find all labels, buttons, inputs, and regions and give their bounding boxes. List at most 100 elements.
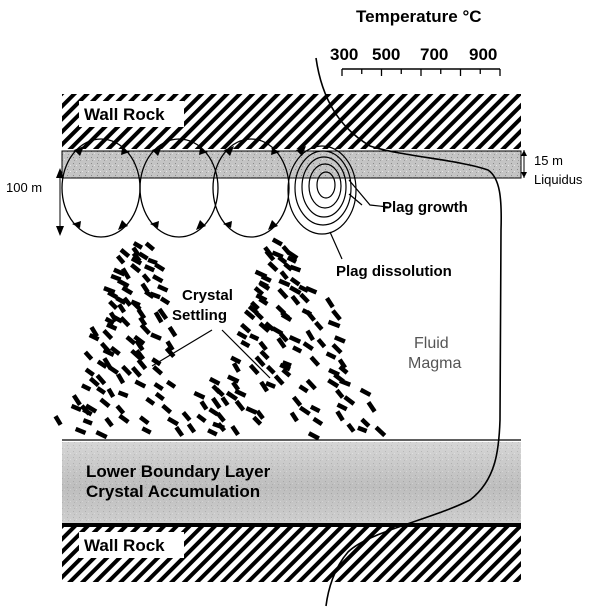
crystal-particle xyxy=(152,365,164,376)
wall-rock-top: Wall Rock xyxy=(62,94,521,149)
temperature-curve xyxy=(315,57,503,607)
crystal-particle xyxy=(207,428,218,437)
crystal-particle xyxy=(208,407,219,417)
crystal-particle xyxy=(136,358,148,371)
crystal-particle xyxy=(117,390,129,399)
crystal-particle xyxy=(165,379,177,389)
arrowhead-down-icon xyxy=(56,226,64,236)
crystal-particle xyxy=(252,415,263,426)
fluid-magma-label-1: Fluid xyxy=(414,335,449,352)
crystal-particle xyxy=(259,281,271,291)
crystal-particle xyxy=(374,425,387,438)
crystal-particle xyxy=(215,387,225,398)
crystal-particle xyxy=(196,413,207,424)
crystal-particle xyxy=(53,415,63,426)
crystal-particle xyxy=(258,297,269,306)
crystal-particle xyxy=(145,396,156,406)
crystal-particle xyxy=(245,406,258,415)
crystal-particle xyxy=(327,319,341,329)
crystal-particle xyxy=(199,400,209,411)
crystal-particle xyxy=(279,270,289,281)
crystal-zone xyxy=(287,145,357,235)
wall-rock-top-label-bg xyxy=(79,101,184,127)
crystal-particle xyxy=(292,345,303,354)
crystal-particle xyxy=(134,379,147,389)
flow-arrow-icon xyxy=(72,221,81,228)
flow-arrow-icon xyxy=(196,220,206,230)
crystal-particle xyxy=(259,380,270,393)
flow-arrow-icon xyxy=(296,146,306,156)
crystal-particle xyxy=(84,367,95,377)
crystal-settling-label-2: Settling xyxy=(172,307,227,324)
crystal-particle xyxy=(125,335,137,346)
crystal-particle xyxy=(104,316,115,326)
crystal-particle xyxy=(82,418,93,426)
crystal-core xyxy=(316,171,336,199)
wall-rock-bottom-label-bg xyxy=(79,532,184,558)
crystal-particle xyxy=(286,250,299,261)
crystal-particle xyxy=(131,301,142,311)
flow-arrow-icon xyxy=(223,221,232,228)
crystal-particle xyxy=(71,394,82,407)
crystal-particle xyxy=(151,357,162,367)
crystal-settling-label-1: Crystal xyxy=(182,287,233,304)
crystal-particle xyxy=(149,291,161,300)
plag-dissolution-label: Plag dissolution xyxy=(336,263,452,280)
crystal-particle xyxy=(132,241,144,250)
crystal-particle xyxy=(234,388,247,398)
crystal-particle xyxy=(254,355,266,368)
crystal-particle xyxy=(258,321,271,333)
crystal-particle xyxy=(211,396,222,410)
wall-rock-top-label: Wall Rock xyxy=(84,105,165,124)
liquidus-label: Liquidus xyxy=(534,172,583,187)
flow-arrow-icon xyxy=(150,221,159,228)
lower-boundary-label-2: Crystal Accumulation xyxy=(86,482,260,501)
thickness-15m-label: 15 m xyxy=(534,153,563,168)
crystal-particle xyxy=(118,413,130,424)
crystal-particle xyxy=(88,376,100,388)
crystal-particle xyxy=(153,382,164,391)
crystal-zone xyxy=(301,156,347,218)
crystal-particle xyxy=(290,294,301,306)
crystal-particle xyxy=(304,285,318,295)
crystal-particle xyxy=(288,335,302,344)
crystal-particle xyxy=(291,395,303,407)
plag-annotations: Plag growth Plag dissolution xyxy=(329,179,468,280)
crystal-particle xyxy=(234,399,246,412)
arrowhead-up-icon xyxy=(521,172,527,178)
crystal-zone xyxy=(294,150,352,226)
crystal-particle xyxy=(130,256,143,266)
wall-rock-bottom: Wall Rock xyxy=(62,527,521,582)
crystal-particle xyxy=(226,374,240,384)
temperature-profile xyxy=(315,57,503,607)
crystal-particle xyxy=(359,387,372,397)
crystal-particle xyxy=(240,339,251,349)
crystal-particle xyxy=(208,376,221,386)
crystal-particle xyxy=(108,365,120,375)
crystal-particle xyxy=(193,390,206,400)
temperature-axis-title: Temperature °C xyxy=(356,7,482,26)
crystal-particle xyxy=(141,426,152,435)
crystal-particle xyxy=(122,296,133,307)
crystal-particle xyxy=(331,309,342,321)
crystal-particle xyxy=(265,381,276,389)
crystal-particle xyxy=(230,355,242,365)
crystal-particle xyxy=(136,308,147,320)
crystal-particle xyxy=(216,422,227,433)
crystal-particle xyxy=(70,403,82,413)
wall-rock-bottom-label: Wall Rock xyxy=(84,536,165,555)
crystal-particle xyxy=(289,411,299,423)
fluid-magma-annotation: Fluid Magma xyxy=(408,335,461,372)
crystal-particle xyxy=(333,335,346,344)
crystal-particle xyxy=(298,405,311,416)
flow-arrow-icon xyxy=(121,148,130,155)
tick-label: 700 xyxy=(420,45,448,64)
crystal-particle xyxy=(325,296,335,309)
crystal-particle xyxy=(289,276,301,287)
crystal-zone xyxy=(308,163,342,209)
crystal-particle xyxy=(231,381,241,392)
upper-boundary-band xyxy=(61,150,522,179)
crystal-particle xyxy=(264,321,275,332)
crystal-particle xyxy=(174,425,185,438)
